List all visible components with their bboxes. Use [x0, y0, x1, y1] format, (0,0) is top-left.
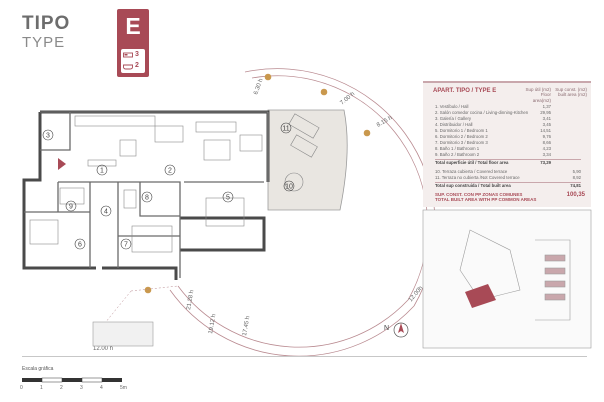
table-row: 11. Terraza no cubierta /Not Covered ter… — [435, 175, 581, 180]
scale-graphic — [22, 377, 122, 383]
sun-time-label: 19.12 h — [208, 314, 217, 335]
scale-tick: 0 — [20, 385, 23, 391]
room-number: 5 — [226, 195, 230, 202]
room-number: 8 — [145, 195, 149, 202]
common-area-row: SUP. CONST. CON PP ZONAS COMUNES TOTAL B… — [435, 192, 585, 202]
bedroom-count: 3 — [135, 51, 139, 58]
scale-tick: 4 — [100, 385, 103, 391]
room-number: 2 — [168, 168, 172, 175]
table-row: 2. Salón comedor cocina / Living-dinning… — [435, 110, 551, 115]
scale-tick: 5m — [120, 385, 127, 391]
room-number: 6 — [78, 242, 82, 249]
sun-icon — [144, 73, 431, 294]
col-built-header: Sup const. (m2) built area (m2) — [555, 87, 587, 98]
room-number: 7 — [124, 242, 128, 249]
scale-bar: Escala gráfica 0 1 2 3 4 5m — [20, 366, 127, 391]
col-useful-header: Sup útil (m2) Floor area(m2) — [525, 87, 551, 103]
room-number: 11 — [282, 126, 289, 133]
rooms-info: 3 2 — [121, 49, 145, 73]
sun-time-label: 12.00 h — [93, 346, 113, 352]
room-number: 4 — [104, 209, 108, 216]
sun-time-label: 12.00h — [408, 285, 424, 303]
bathroom-count: 2 — [135, 62, 139, 69]
north-label: N — [384, 325, 389, 332]
scale-tick: 1 — [40, 385, 43, 391]
sun-time-label: 6.30 h — [253, 78, 264, 96]
bed-icon — [123, 52, 133, 58]
room-number: 3 — [46, 133, 50, 140]
type-title: TIPO TYPE — [22, 14, 70, 50]
scale-title: Escala gráfica — [22, 366, 54, 372]
title-en: TYPE — [22, 34, 66, 51]
sun-time-label: 17.45 h — [242, 316, 251, 337]
bath-icon — [123, 64, 133, 70]
total-floor-row: Total superficie útil / Total floor area… — [435, 160, 551, 165]
type-letter: E — [125, 13, 141, 39]
north-arrow-icon — [393, 322, 409, 338]
area-table: APART. TIPO / TYPE E Sup útil (m2) Floor… — [423, 81, 591, 207]
room-number: 1 — [100, 168, 104, 175]
sun-time-label: 21.28 h — [186, 290, 195, 311]
table-heading: APART. TIPO / TYPE E — [433, 88, 497, 94]
scale-tick: 2 — [60, 385, 63, 391]
title-es: TIPO — [22, 13, 71, 34]
divider — [22, 356, 587, 357]
scale-tick: 3 — [80, 385, 83, 391]
room-number: 9 — [69, 204, 73, 211]
room-number: 10 — [285, 184, 293, 191]
type-badge: E 3 2 — [117, 9, 149, 77]
